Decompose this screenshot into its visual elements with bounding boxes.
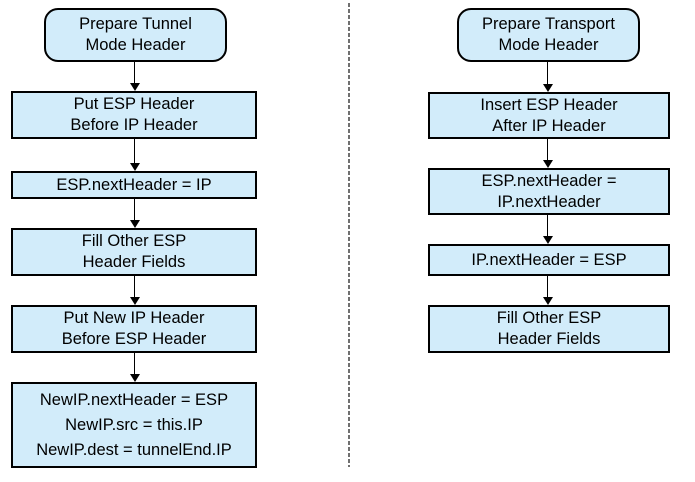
arrow-down-icon	[542, 276, 553, 305]
arrow-down-icon	[129, 62, 140, 91]
tunnel-step-newip-assignments: NewIP.nextHeader = ESP NewIP.src = this.…	[11, 382, 257, 468]
transport-step-insert-esp-header: Insert ESP Header After IP Header	[428, 92, 670, 139]
arrow-down-icon	[542, 62, 553, 92]
arrow-down-icon	[542, 215, 553, 244]
tunnel-step-fill-other-fields: Fill Other ESP Header Fields	[11, 228, 257, 276]
tunnel-step-put-new-ip-header: Put New IP Header Before ESP Header	[11, 305, 257, 353]
tunnel-step-put-esp-header: Put ESP Header Before IP Header	[11, 91, 257, 139]
tunnel-step-esp-nextheader: ESP.nextHeader = IP	[11, 171, 257, 199]
transport-step-ip-nextheader: IP.nextHeader = ESP	[428, 244, 670, 276]
tunnel-start-terminator: Prepare Tunnel Mode Header	[44, 8, 227, 62]
transport-start-terminator: Prepare Transport Mode Header	[457, 8, 640, 62]
arrow-down-icon	[542, 139, 553, 168]
arrow-down-icon	[129, 276, 140, 305]
arrow-down-icon	[129, 139, 140, 171]
arrow-down-icon	[129, 199, 140, 228]
transport-step-fill-other-fields: Fill Other ESP Header Fields	[428, 305, 670, 353]
dashed-divider	[348, 3, 350, 467]
arrow-down-icon	[129, 353, 140, 382]
transport-step-esp-nextheader: ESP.nextHeader = IP.nextHeader	[428, 168, 670, 215]
